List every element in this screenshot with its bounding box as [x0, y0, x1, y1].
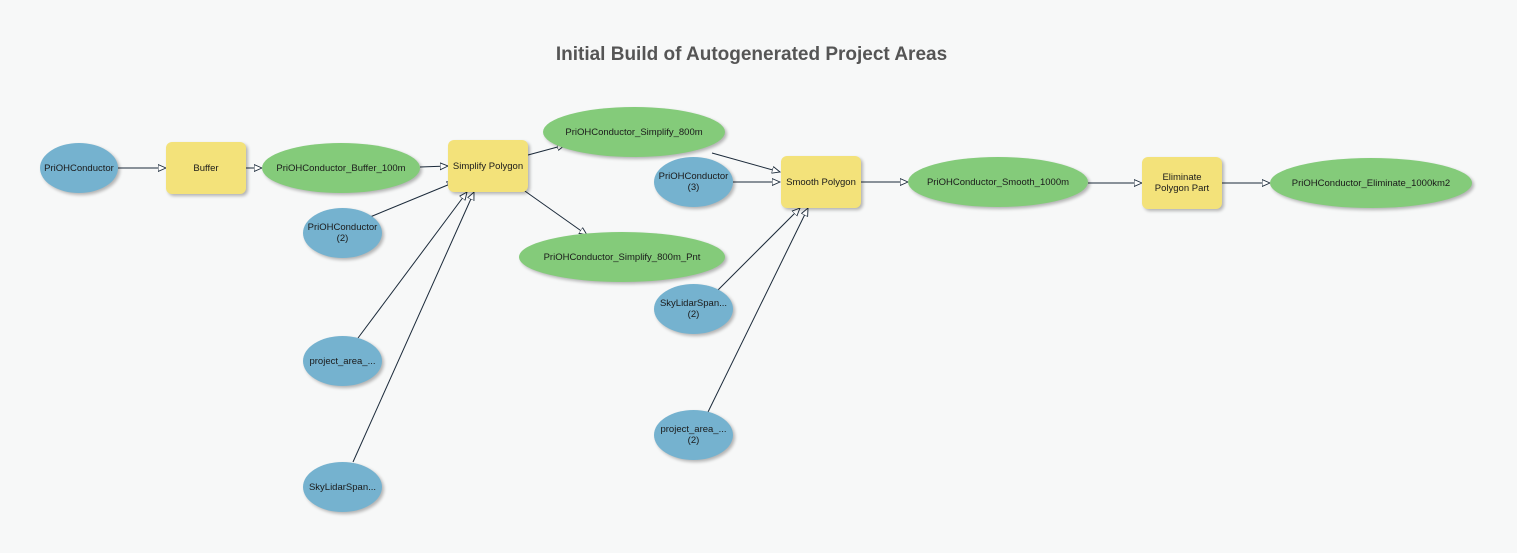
- node-label: project_area_...: [309, 355, 376, 367]
- node-label: SkyLidarSpan... (2): [659, 298, 728, 320]
- node-label: PriOHConductor: [44, 162, 114, 174]
- node-label: Buffer: [193, 162, 219, 174]
- connector-simplify-to-simplify-out: [527, 145, 565, 156]
- tool-eliminate-polygon-part[interactable]: Eliminate Polygon Part: [1142, 157, 1222, 209]
- output-simplify-800m-pnt[interactable]: PriOHConductor_Simplify_800m_Pnt: [519, 232, 725, 282]
- diagram-title: Initial Build of Autogenerated Project A…: [555, 44, 948, 65]
- connector-simplify-out-to-smooth: [711, 152, 780, 172]
- input-pri-oh-conductor[interactable]: PriOHConductor: [40, 143, 118, 193]
- node-label: PriOHConductor_Smooth_1000m: [926, 176, 1070, 188]
- input-sky-lidar-span-2[interactable]: SkyLidarSpan... (2): [654, 284, 733, 334]
- node-label: PriOHConductor_Simplify_800m: [565, 126, 703, 138]
- node-label: PriOHConductor (3): [658, 171, 729, 193]
- node-label: Simplify Polygon: [452, 160, 524, 172]
- input-project-area-2[interactable]: project_area_... (2): [654, 410, 733, 460]
- connector-conductor2-to-simplify: [369, 182, 455, 218]
- connector-sky-lidar-to-simplify: [352, 192, 474, 463]
- connector-simplify-to-pnt-out: [521, 188, 587, 235]
- connector-sky-lidar2-to-smooth: [717, 208, 800, 291]
- node-label: project_area_... (2): [660, 424, 727, 446]
- tool-buffer[interactable]: Buffer: [166, 142, 246, 194]
- node-label: PriOHConductor_Eliminate_1000km2: [1291, 177, 1451, 189]
- output-eliminate-1000km2[interactable]: PriOHConductor_Eliminate_1000km2: [1270, 158, 1472, 208]
- node-label: PriOHConductor_Simplify_800m_Pnt: [543, 251, 701, 263]
- output-buffer-100m[interactable]: PriOHConductor_Buffer_100m: [262, 143, 420, 193]
- input-pri-oh-conductor-2[interactable]: PriOHConductor (2): [303, 208, 382, 258]
- connector-project-area-to-simplify: [357, 192, 467, 339]
- node-label: PriOHConductor (2): [307, 222, 378, 244]
- node-label: Smooth Polygon: [786, 176, 856, 188]
- input-sky-lidar-span[interactable]: SkyLidarSpan...: [303, 462, 382, 512]
- tool-simplify-polygon[interactable]: Simplify Polygon: [448, 140, 528, 192]
- output-simplify-800m[interactable]: PriOHConductor_Simplify_800m: [543, 107, 725, 157]
- input-project-area[interactable]: project_area_...: [303, 336, 382, 386]
- tool-smooth-polygon[interactable]: Smooth Polygon: [781, 156, 861, 208]
- output-smooth-1000m[interactable]: PriOHConductor_Smooth_1000m: [908, 157, 1088, 207]
- node-label: Eliminate Polygon Part: [1154, 172, 1210, 194]
- connector-buffer-out-to-simplify: [419, 166, 448, 167]
- connector-project-area2-to-smooth: [707, 208, 808, 413]
- node-label: SkyLidarSpan...: [308, 481, 377, 493]
- node-label: PriOHConductor_Buffer_100m: [276, 162, 406, 174]
- input-pri-oh-conductor-3[interactable]: PriOHConductor (3): [654, 157, 733, 207]
